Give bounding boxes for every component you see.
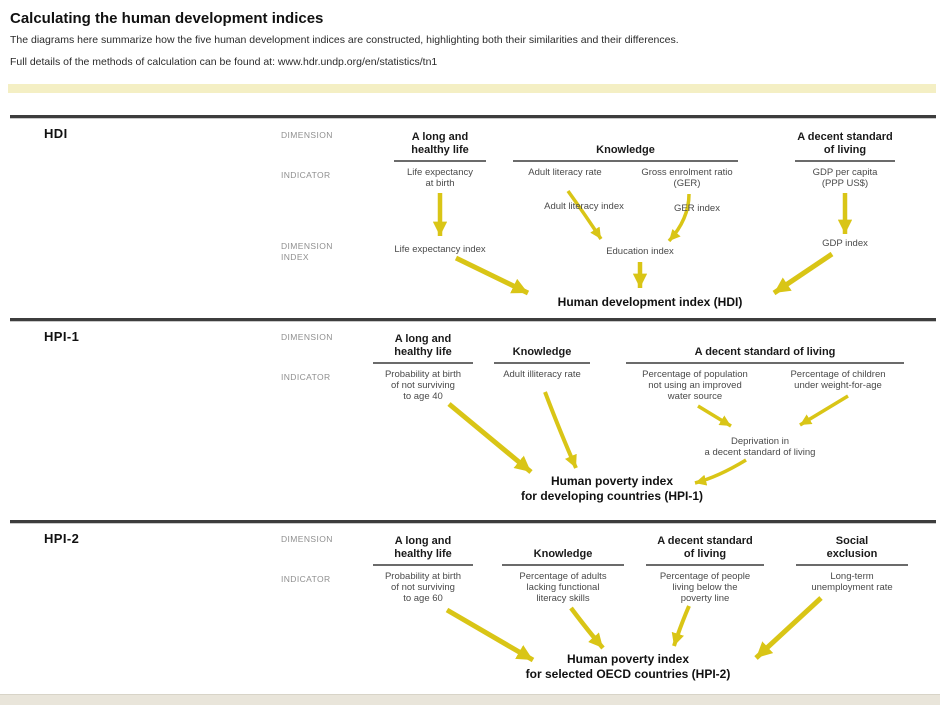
- arrow-hpi2-literacy-to-result: [569, 606, 605, 650]
- hpi2-living-dimension-header: A decent standard of living: [646, 534, 764, 566]
- arrow-hpi1-survival-to-result: [447, 402, 533, 474]
- arrow-hpi2-unemployment-to-result: [754, 596, 823, 660]
- hpi1-indicator-row-label: INDICATOR: [281, 372, 331, 382]
- section-label-hdi: HDI: [44, 126, 68, 141]
- hpi1-knowledge-dimension-header: Knowledge: [494, 332, 590, 364]
- hpi2-knowledge-dimension-header: Knowledge: [502, 534, 624, 566]
- accent-bar: [8, 84, 936, 93]
- arrow-hdi-literacy-to-education-index: [566, 189, 603, 240]
- hpi2-poverty-line-indicator: Percentage of people living below the po…: [659, 571, 751, 604]
- hpi1-living-dimension-header: A decent standard of living: [626, 332, 904, 364]
- hpi1-children-weight-indicator: Percentage of children under weight-for-…: [790, 369, 886, 391]
- hpi2-indicator-row-label: INDICATOR: [281, 574, 331, 584]
- hdi-gdp-index: GDP index: [822, 238, 868, 249]
- intro-line-2: Full details of the methods of calculati…: [10, 56, 438, 68]
- hpi1-survival-indicator: Probability at birth of not surviving to…: [384, 369, 462, 402]
- hpi2-unemployment-indicator: Long-term unemployment rate: [811, 571, 893, 593]
- arrow-hdi-gdp-index-to-hdi: [772, 251, 834, 296]
- section-label-hpi1: HPI-1: [44, 329, 80, 344]
- arrow-hdi-ger-to-education-index: [667, 193, 691, 243]
- arrow-hpi1-water-to-deprivation: [697, 404, 732, 428]
- hpi2-dimension-row-label: DIMENSION: [281, 534, 333, 544]
- hpi1-water-source-indicator: Percentage of population not using an im…: [642, 369, 748, 402]
- hdi-life-expectancy-index: Life expectancy index: [394, 244, 486, 255]
- hpi2-functional-literacy-indicator: Percentage of adults lacking functional …: [519, 571, 607, 604]
- hdi-ger-index: GER index: [674, 203, 720, 214]
- hdi-dimension-index-row-label: DIMENSION INDEX: [281, 241, 333, 262]
- hdi-result-title: Human development index (HDI): [557, 295, 743, 309]
- hdi-indicator-row-label: INDICATOR: [281, 170, 331, 180]
- hdi-health-dimension-header: A long and healthy life: [394, 130, 486, 162]
- hdi-education-index: Education index: [606, 246, 674, 257]
- arrow-hdi-life-index-to-hdi: [454, 255, 530, 296]
- hpi2-result-title: Human poverty index for selected OECD co…: [525, 652, 731, 681]
- arrow-hpi1-illiteracy-to-result: [543, 391, 578, 469]
- section-divider-hpi1: [10, 318, 936, 322]
- hdi-adult-literacy-index: Adult literacy index: [544, 201, 624, 212]
- hdi-adult-literacy-rate-indicator: Adult literacy rate: [528, 167, 602, 178]
- intro-line-1: The diagrams here summarize how the five…: [10, 34, 679, 46]
- arrow-hpi2-poverty-to-result: [671, 605, 691, 647]
- footer-bar: [0, 694, 940, 705]
- hdi-dimension-row-label: DIMENSION: [281, 130, 333, 140]
- hpi2-health-dimension-header: A long and healthy life: [373, 534, 473, 566]
- hpi1-deprivation-node: Deprivation in a decent standard of livi…: [704, 436, 816, 458]
- hpi2-survival-indicator: Probability at birth of not surviving to…: [384, 571, 462, 604]
- hpi1-health-dimension-header: A long and healthy life: [373, 332, 473, 364]
- hpi2-social-exclusion-header: Social exclusion: [796, 534, 908, 566]
- hpi1-result-title: Human poverty index for developing count…: [520, 474, 703, 503]
- page-title: Calculating the human development indice…: [10, 10, 324, 27]
- section-label-hpi2: HPI-2: [44, 531, 80, 546]
- hdi-living-dimension-header: A decent standard of living: [795, 130, 895, 162]
- hdi-gdp-per-capita-indicator: GDP per capita (PPP US$): [812, 167, 878, 189]
- hdi-knowledge-dimension-header: Knowledge: [513, 130, 738, 162]
- hpi1-illiteracy-indicator: Adult illiteracy rate: [503, 369, 581, 380]
- section-divider-hpi2: [10, 520, 936, 524]
- section-divider-hdi: [10, 115, 936, 119]
- hdi-life-expectancy-indicator: Life expectancy at birth: [406, 167, 473, 189]
- hdi-gross-enrolment-indicator: Gross enrolment ratio (GER): [641, 167, 733, 189]
- hpi1-dimension-row-label: DIMENSION: [281, 332, 333, 342]
- arrow-hpi1-children-to-deprivation: [799, 394, 849, 427]
